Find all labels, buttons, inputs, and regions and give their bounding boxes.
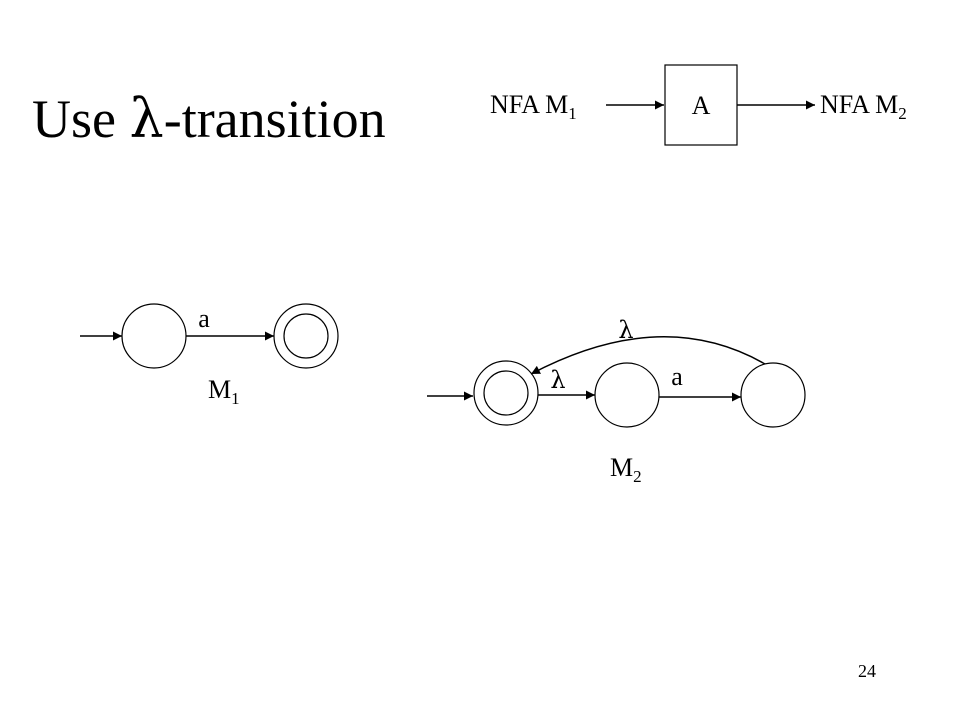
m2-loop-lambda-label: λ [618,316,633,344]
title-suffix: -transition [163,89,386,149]
m2-start-final-state-inner [483,370,529,416]
m1-name: M1 [208,375,240,408]
m2-middle-state [594,362,660,428]
m1-final-state-inner [283,313,329,359]
nfa-m1-label: NFA M1 [490,90,577,123]
title-lambda: λ [129,87,164,150]
page-number: 24 [858,661,876,681]
automaton-m1: a M1 [80,303,339,408]
m1-a-label: a [198,304,210,333]
m2-lambda-label: λ [550,366,565,394]
automaton-m2: λ a λ M2 [427,316,806,486]
m2-a-label: a [671,362,683,391]
m2-lambda-loop-back [530,336,766,375]
m2-name: M2 [610,453,642,486]
slide-title: Use λ-transition [32,89,386,149]
nfa-mapping-diagram: NFA M1 A NFA M2 [490,64,907,146]
m2-start-final-state-outer [473,360,539,426]
title-prefix: Use [32,89,130,149]
m1-final-state-outer [273,303,339,369]
nfa-m2-label: NFA M2 [820,90,907,123]
m2-end-state [740,362,806,428]
transform-box-label: A [692,91,711,120]
m1-start-state [121,303,187,369]
